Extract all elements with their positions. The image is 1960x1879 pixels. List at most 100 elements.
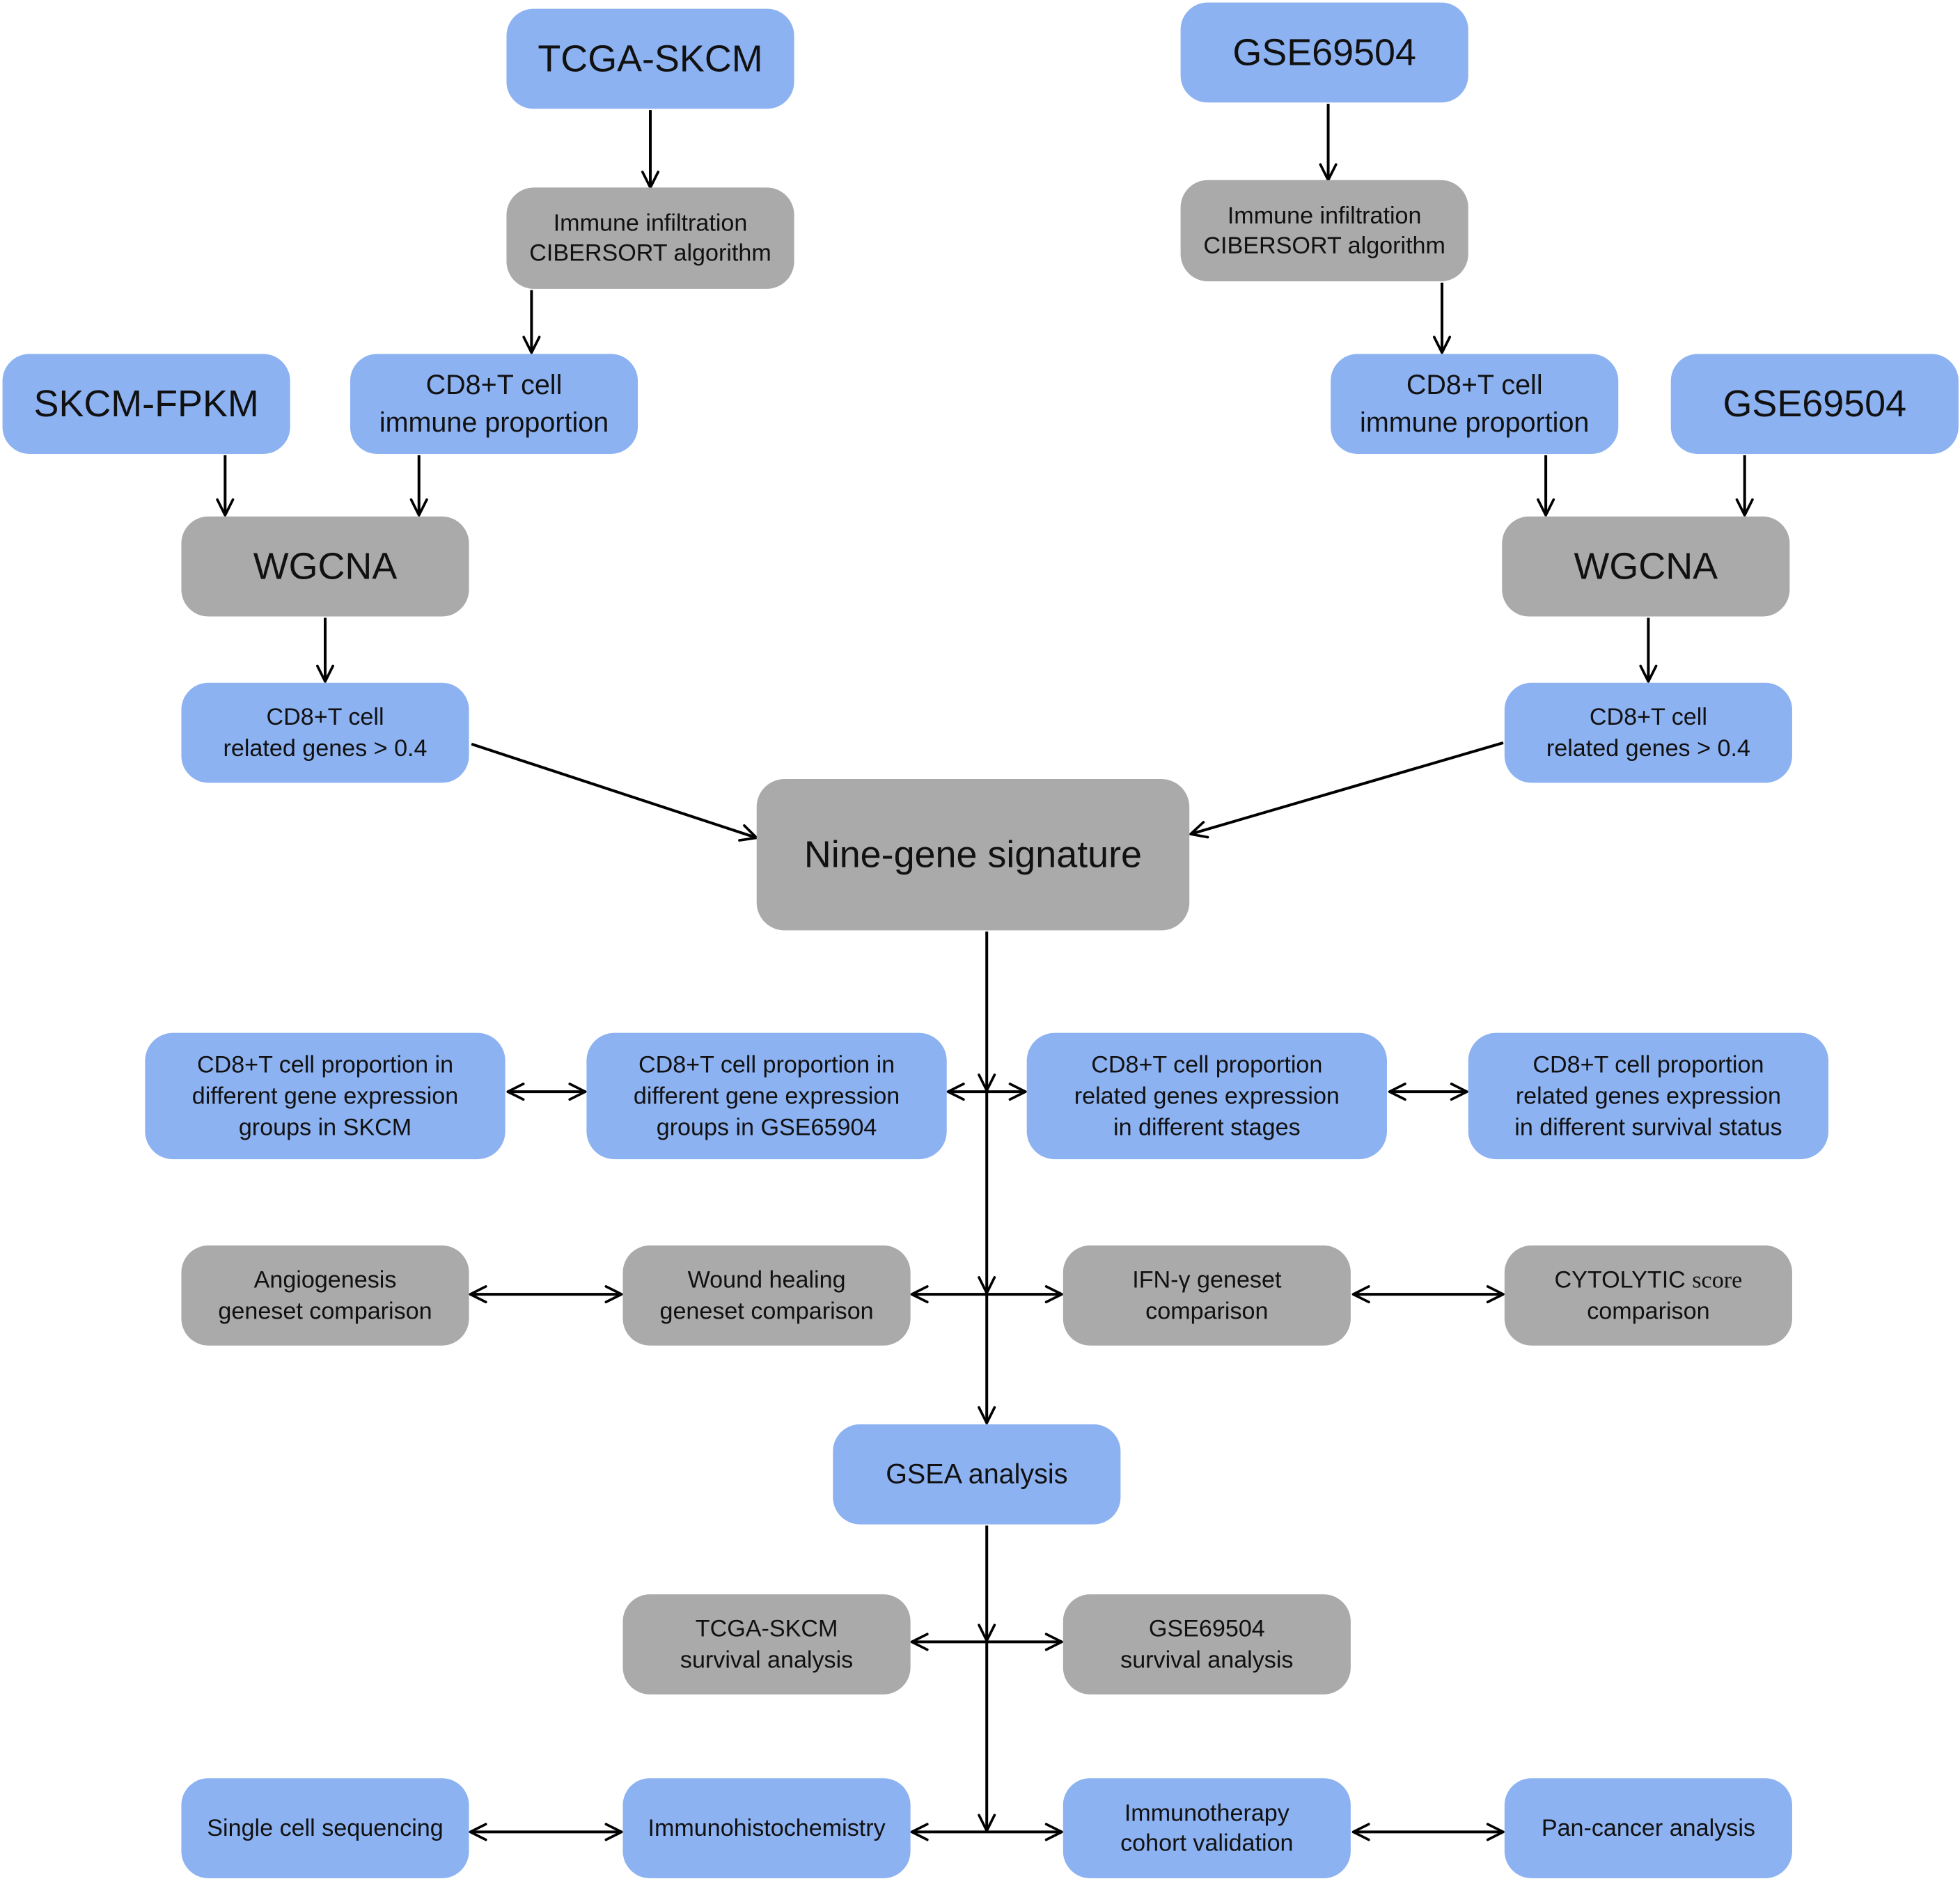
node-label-line: related genes expression bbox=[1074, 1083, 1340, 1109]
node-label-line: geneset comparison bbox=[218, 1298, 432, 1324]
node-label-line: WGCNA bbox=[1574, 546, 1718, 588]
node-box bbox=[1504, 682, 1792, 783]
node-gse-top: GSE69504 bbox=[1180, 2, 1468, 103]
node-box bbox=[2, 354, 290, 455]
node-genes-right: CD8+T cell related genes > 0.4 bbox=[1504, 682, 1792, 783]
node-label-line: in different stages bbox=[1113, 1114, 1301, 1140]
node-tcga-skcm: TCGA-SKCM bbox=[506, 8, 794, 109]
node-gsea: GSEA analysis bbox=[833, 1424, 1121, 1525]
node-label-line: GSE69504 bbox=[1232, 31, 1416, 73]
arrow-connector bbox=[1189, 741, 1504, 839]
node-label-line: Wound healing bbox=[688, 1266, 846, 1293]
node-label-line: groups in GSE65904 bbox=[657, 1114, 877, 1140]
node-box bbox=[622, 1778, 911, 1878]
node-label-line: different gene expression bbox=[634, 1083, 900, 1109]
node-label-line: geneset comparison bbox=[659, 1298, 873, 1324]
node-box bbox=[145, 1032, 505, 1160]
node-label-line: WGCNA bbox=[253, 546, 398, 588]
node-label-line: Pan-cancer analysis bbox=[1542, 1815, 1755, 1841]
node-label-line: TCGA-SKCM bbox=[696, 1616, 838, 1642]
connectors bbox=[216, 104, 1754, 1841]
node-label-line: comparison bbox=[1587, 1298, 1709, 1324]
node-skcm-fpkm: SKCM-FPKM bbox=[2, 354, 290, 455]
node-box bbox=[1063, 1778, 1351, 1878]
node-box bbox=[1502, 516, 1790, 617]
node-box bbox=[756, 779, 1190, 931]
node-genes-left: CD8+T cell related genes > 0.4 bbox=[181, 682, 469, 783]
node-wound: Wound healing geneset comparison bbox=[622, 1245, 911, 1346]
node-box bbox=[1504, 1245, 1792, 1346]
node-ihc: Immunohistochemistry bbox=[622, 1778, 911, 1878]
node-label-line: TCGA-SKCM bbox=[538, 38, 762, 79]
node-label-line: Immunohistochemistry bbox=[648, 1815, 885, 1841]
node-box bbox=[586, 1032, 947, 1160]
node-label-line: CD8+T cell proportion in bbox=[638, 1051, 895, 1078]
node-label-line: Angiogenesis bbox=[254, 1266, 397, 1293]
node-box bbox=[622, 1245, 911, 1346]
node-label-line: CD8+T cell proportion bbox=[1532, 1051, 1764, 1078]
node-label-line: in different survival status bbox=[1514, 1114, 1782, 1140]
node-label-line: CIBERSORT algorithm bbox=[1203, 233, 1445, 259]
node-label-line: immune proportion bbox=[379, 407, 609, 438]
node-immunotherapy: Immunotherapy cohort validation bbox=[1063, 1778, 1351, 1878]
node-single-cell: Single cell sequencing bbox=[181, 1778, 469, 1878]
node-prop-gse: CD8+T cell proportion in different gene e… bbox=[586, 1032, 947, 1160]
node-label-line: Single cell sequencing bbox=[207, 1815, 443, 1841]
node-label-line: groups in SKCM bbox=[239, 1114, 411, 1140]
node-label-line: cohort validation bbox=[1120, 1830, 1293, 1857]
node-box bbox=[181, 516, 469, 617]
node-label-line: related genes expression bbox=[1516, 1083, 1781, 1109]
node-box bbox=[833, 1424, 1121, 1525]
node-label-line: Immunotherapy bbox=[1124, 1800, 1289, 1826]
node-box bbox=[506, 187, 794, 289]
node-prop-skcm: CD8+T cell proportion in different gene e… bbox=[145, 1032, 505, 1160]
node-cytolytic: CYTOLYTIC score comparison bbox=[1504, 1245, 1792, 1346]
node-box bbox=[1670, 354, 1959, 455]
node-label-line: survival analysis bbox=[1120, 1646, 1293, 1673]
node-box bbox=[1468, 1032, 1829, 1160]
node-gse-survival: GSE69504 survival analysis bbox=[1063, 1594, 1351, 1695]
node-label-line: GSEA analysis bbox=[886, 1459, 1067, 1490]
node-label-line: related genes > 0.4 bbox=[1546, 735, 1750, 762]
node-box bbox=[622, 1594, 911, 1695]
node-label-line: CD8+T cell bbox=[1406, 370, 1543, 400]
node-label-line: comparison bbox=[1145, 1298, 1268, 1324]
node-box bbox=[1063, 1594, 1351, 1695]
node-label-line: immune proportion bbox=[1360, 407, 1589, 438]
node-label-line: CD8+T cell bbox=[426, 370, 563, 400]
node-cd8-prop-left: CD8+T cell immune proportion bbox=[350, 354, 638, 455]
node-label-line: CD8+T cell proportion in bbox=[197, 1051, 453, 1078]
node-label-line: GSE69504 bbox=[1149, 1616, 1265, 1642]
node-prop-survival: CD8+T cell proportion related genes expre… bbox=[1468, 1032, 1829, 1160]
node-label-line: Nine-gene signature bbox=[804, 834, 1142, 876]
node-label-line: GSE69504 bbox=[1723, 383, 1906, 425]
node-label-line: CD8+T cell bbox=[266, 704, 384, 730]
node-label-line: Immune infiltration bbox=[554, 210, 748, 237]
node-label-line: survival analysis bbox=[680, 1646, 853, 1673]
node-box bbox=[1180, 2, 1468, 103]
node-label-line: Immune infiltration bbox=[1228, 203, 1422, 229]
node-label-line: different gene expression bbox=[192, 1083, 458, 1109]
node-cd8-prop-right: CD8+T cell immune proportion bbox=[1331, 354, 1619, 455]
node-box bbox=[1026, 1032, 1387, 1160]
node-wgcna-right: WGCNA bbox=[1502, 516, 1790, 617]
node-label-line: SKCM-FPKM bbox=[34, 383, 259, 425]
node-label-line: CD8+T cell bbox=[1590, 704, 1707, 730]
node-gse-right: GSE69504 bbox=[1670, 354, 1959, 455]
node-label-line: related genes > 0.4 bbox=[224, 735, 428, 762]
node-angiogenesis: Angiogenesis geneset comparison bbox=[181, 1245, 469, 1346]
node-box bbox=[1180, 180, 1468, 282]
node-label-line: CIBERSORT algorithm bbox=[529, 240, 771, 267]
node-box bbox=[181, 1245, 469, 1346]
node-box bbox=[181, 1778, 469, 1878]
node-box bbox=[181, 682, 469, 783]
node-tcga-survival: TCGA-SKCM survival analysis bbox=[622, 1594, 911, 1695]
node-wgcna-left: WGCNA bbox=[181, 516, 469, 617]
node-label-line: CYTOLYTIC score bbox=[1555, 1266, 1743, 1293]
